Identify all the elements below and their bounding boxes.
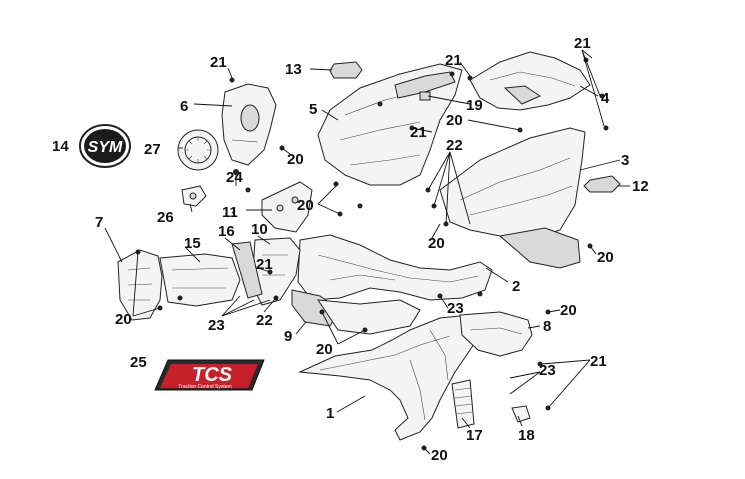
callout-13: 13 [285, 61, 302, 78]
callout-15: 15 [184, 235, 201, 252]
part-11-bracket [261, 181, 313, 233]
callout-14: 14 [52, 138, 69, 155]
part-5-upper-cowl [317, 63, 463, 186]
callout-21-f: 21 [590, 353, 607, 370]
callout-20-g: 20 [316, 341, 333, 358]
tcs-badge: TCS Traction Control System [154, 359, 265, 391]
callout-20-i: 20 [431, 447, 448, 464]
tcs-badge-text: TCS [192, 364, 233, 386]
callout-17: 17 [466, 427, 483, 444]
part-27-washer [177, 129, 219, 171]
callout-22-b: 22 [256, 312, 273, 329]
callout-12: 12 [632, 178, 649, 195]
callout-25: 25 [130, 354, 147, 371]
callout-23-c: 23 [539, 362, 556, 379]
callout-23-a: 23 [208, 317, 225, 334]
part-26-clip [181, 185, 207, 207]
part-15-panel-strip [159, 253, 241, 307]
callout-20-h: 20 [115, 311, 132, 328]
callout-21-d: 21 [410, 124, 427, 141]
callout-11: 11 [222, 204, 238, 221]
callout-20-f: 20 [560, 302, 577, 319]
part-3-side-cowl [439, 127, 586, 269]
callout-21-e: 21 [256, 256, 273, 273]
part-7-vent-panel [117, 249, 163, 321]
part-1-lower-fairing [298, 314, 489, 441]
part-24-screw [233, 169, 239, 186]
callout-2: 2 [512, 278, 520, 295]
callout-labels: 1 2 3 4 5 6 7 8 9 10 11 12 13 14 15 16 1… [52, 35, 649, 464]
part-13-indicator [329, 61, 363, 79]
part-8-lower-panel [459, 311, 533, 357]
callout-16: 16 [218, 223, 235, 240]
callout-10: 10 [251, 221, 268, 238]
callout-20-d: 20 [428, 235, 445, 252]
part-16-vent-strip [231, 241, 263, 299]
callout-20-a: 20 [287, 151, 304, 168]
callout-21-c: 21 [574, 35, 591, 52]
callout-4: 4 [601, 90, 610, 107]
callout-8: 8 [543, 318, 551, 335]
callout-20-e: 20 [597, 249, 614, 266]
tcs-badge-subtitle: Traction Control System [178, 384, 231, 390]
leader-lines [104, 49, 630, 455]
callout-18: 18 [518, 427, 535, 444]
part-6-small-cover [221, 83, 277, 166]
callout-21-b: 21 [445, 52, 462, 69]
callout-5: 5 [309, 101, 317, 118]
callout-21-a: 21 [210, 54, 227, 71]
callout-20-c: 20 [446, 112, 463, 129]
part-2-inner-panel [291, 234, 493, 335]
callout-22-a: 22 [446, 137, 463, 154]
callout-24: 24 [226, 169, 243, 186]
sym-logo-text: SYM [88, 139, 123, 156]
callout-9: 9 [284, 328, 292, 345]
part-18-clip [511, 405, 531, 423]
callout-7: 7 [95, 214, 103, 231]
sym-logo: SYM [79, 124, 131, 168]
part-4-upper-bracket [469, 51, 591, 111]
part-17-grille [451, 379, 475, 429]
callout-20-b: 20 [297, 197, 314, 214]
callout-27: 27 [144, 141, 161, 158]
callout-23-b: 23 [447, 300, 464, 317]
callout-26: 26 [157, 209, 174, 226]
callout-19: 19 [466, 97, 483, 114]
part-12-indicator [583, 175, 621, 193]
callout-1: 1 [326, 405, 334, 422]
callout-6: 6 [180, 98, 188, 115]
callout-3: 3 [621, 152, 629, 169]
